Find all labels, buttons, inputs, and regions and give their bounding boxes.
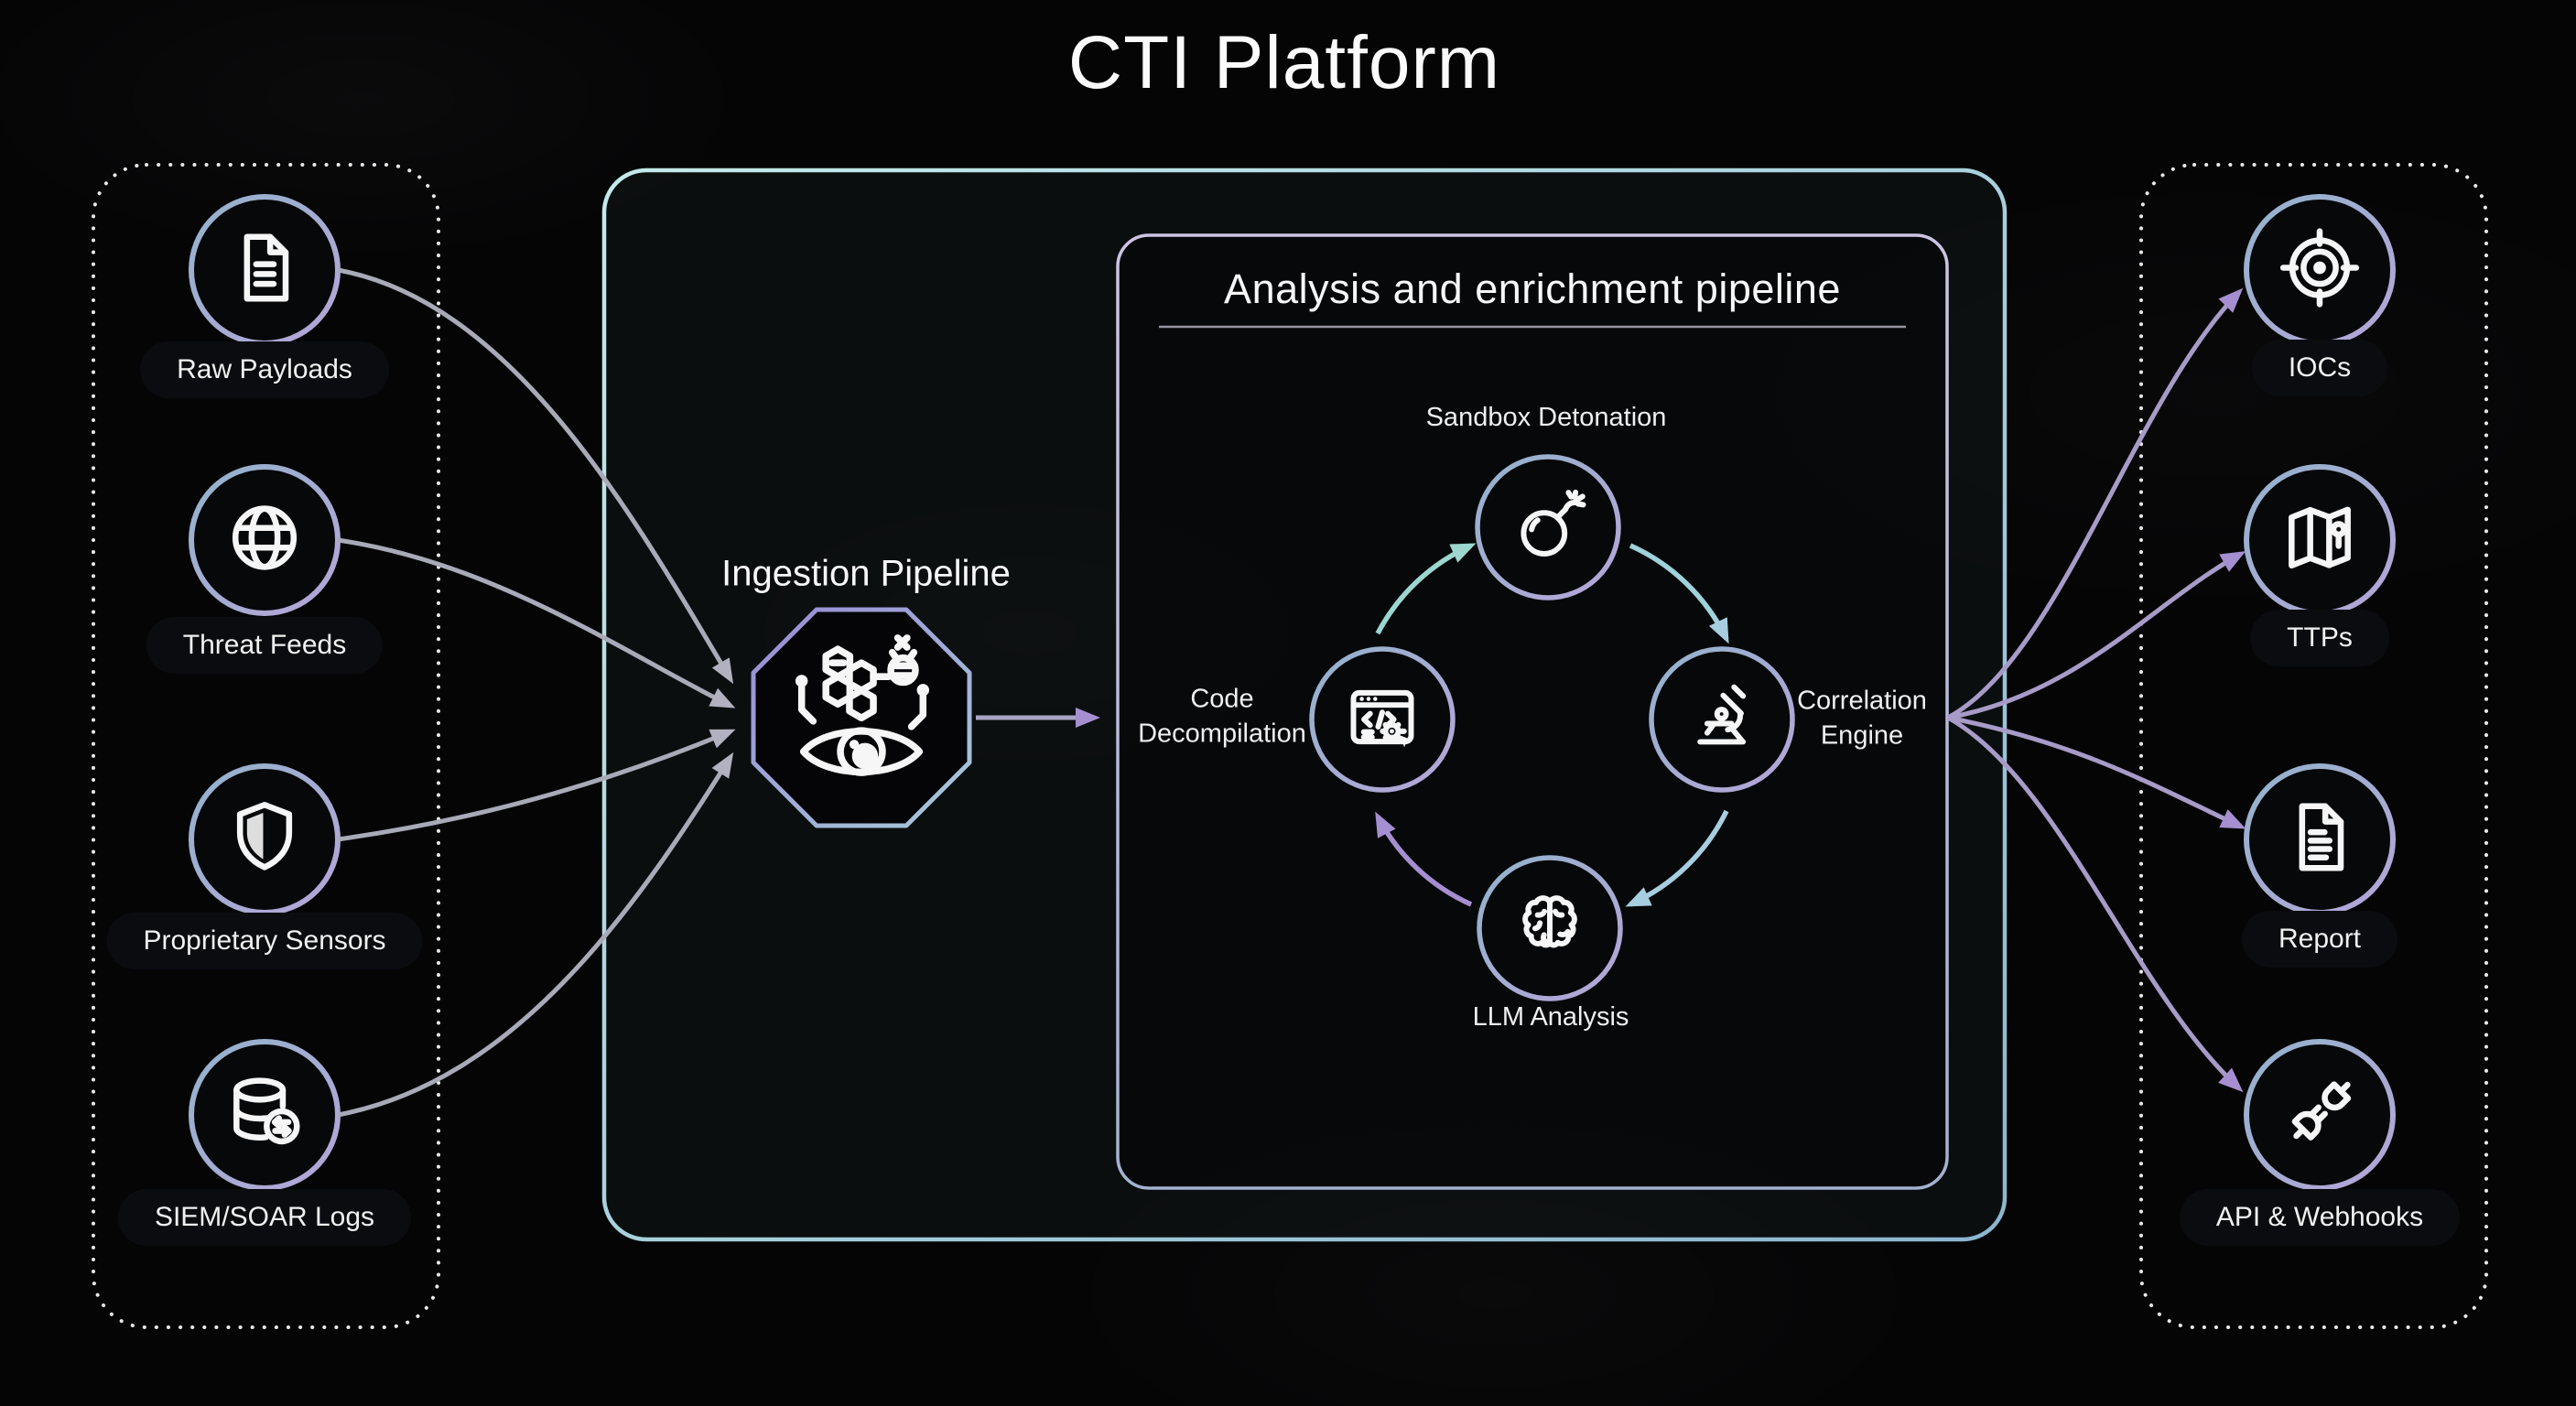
source-label-threat-feeds: Threat Feeds bbox=[146, 617, 384, 674]
database-sync-icon bbox=[222, 1071, 307, 1160]
output-label-api-webhooks: API & Webhooks bbox=[2179, 1189, 2461, 1246]
source-label-proprietary-sensors: Proprietary Sensors bbox=[106, 913, 423, 969]
shield-icon bbox=[222, 795, 307, 884]
connector-correlation-to-ttps bbox=[1947, 551, 2246, 720]
node-circle-sandbox-detonation bbox=[1475, 454, 1621, 600]
bomb-icon bbox=[1510, 487, 1586, 568]
node-label-correlation-engine: Correlation Engine bbox=[1797, 686, 1927, 750]
connector-proprietary-sensors-to-ingestion bbox=[337, 729, 736, 842]
output-label-iocs: IOCs bbox=[2251, 340, 2388, 396]
output-label-report: Report bbox=[2241, 911, 2398, 968]
connector-correlation-to-api bbox=[1946, 715, 2244, 1093]
page-title: CTI Platform bbox=[1067, 21, 1501, 104]
code-window-icon bbox=[1344, 679, 1421, 761]
sources-group-box bbox=[92, 163, 440, 1329]
arc-code-to-sandbox bbox=[1375, 543, 1477, 635]
microscope-icon bbox=[1683, 679, 1760, 761]
document-icon bbox=[222, 226, 307, 315]
arc-llm-to-code bbox=[1375, 811, 1473, 907]
node-label-sandbox-detonation: Sandbox Detonation bbox=[1425, 403, 1667, 433]
target-icon bbox=[2278, 226, 2362, 315]
globe-icon bbox=[222, 496, 307, 585]
arc-sandbox-to-correlation bbox=[1629, 543, 1729, 644]
plug-icon bbox=[2278, 1071, 2362, 1160]
outputs-group-box bbox=[2139, 163, 2488, 1329]
map-icon bbox=[2278, 496, 2362, 585]
source-label-siem-soar-logs: SIEM/SOAR Logs bbox=[117, 1189, 412, 1246]
connector-correlation-to-report bbox=[1947, 715, 2246, 829]
report-document-icon bbox=[2278, 795, 2362, 884]
output-label-ttps: TTPs bbox=[2250, 610, 2389, 666]
ingestion-pipeline-box bbox=[601, 168, 2008, 1242]
connector-correlation-to-iocs bbox=[1946, 287, 2244, 720]
connector-threat-feeds-to-ingestion bbox=[337, 537, 736, 708]
analysis-pipeline-box bbox=[1116, 233, 1949, 1190]
node-label-code-decompilation: Code Decompilation bbox=[1138, 684, 1306, 748]
node-label-llm-analysis: LLM Analysis bbox=[1472, 1002, 1629, 1033]
analysis-pipeline-title: Analysis and enrichment pipeline bbox=[1224, 265, 1841, 312]
connector-siem-soar-to-ingestion bbox=[337, 752, 734, 1118]
arc-correlation-to-llm bbox=[1625, 809, 1729, 907]
connector-raw-payloads-to-ingestion bbox=[337, 267, 734, 685]
ingestion-pipeline-label: Ingestion Pipeline bbox=[721, 553, 1011, 594]
threat-eye-icon bbox=[774, 633, 948, 811]
source-label-raw-payloads: Raw Payloads bbox=[140, 341, 389, 398]
brain-icon bbox=[1511, 888, 1588, 969]
